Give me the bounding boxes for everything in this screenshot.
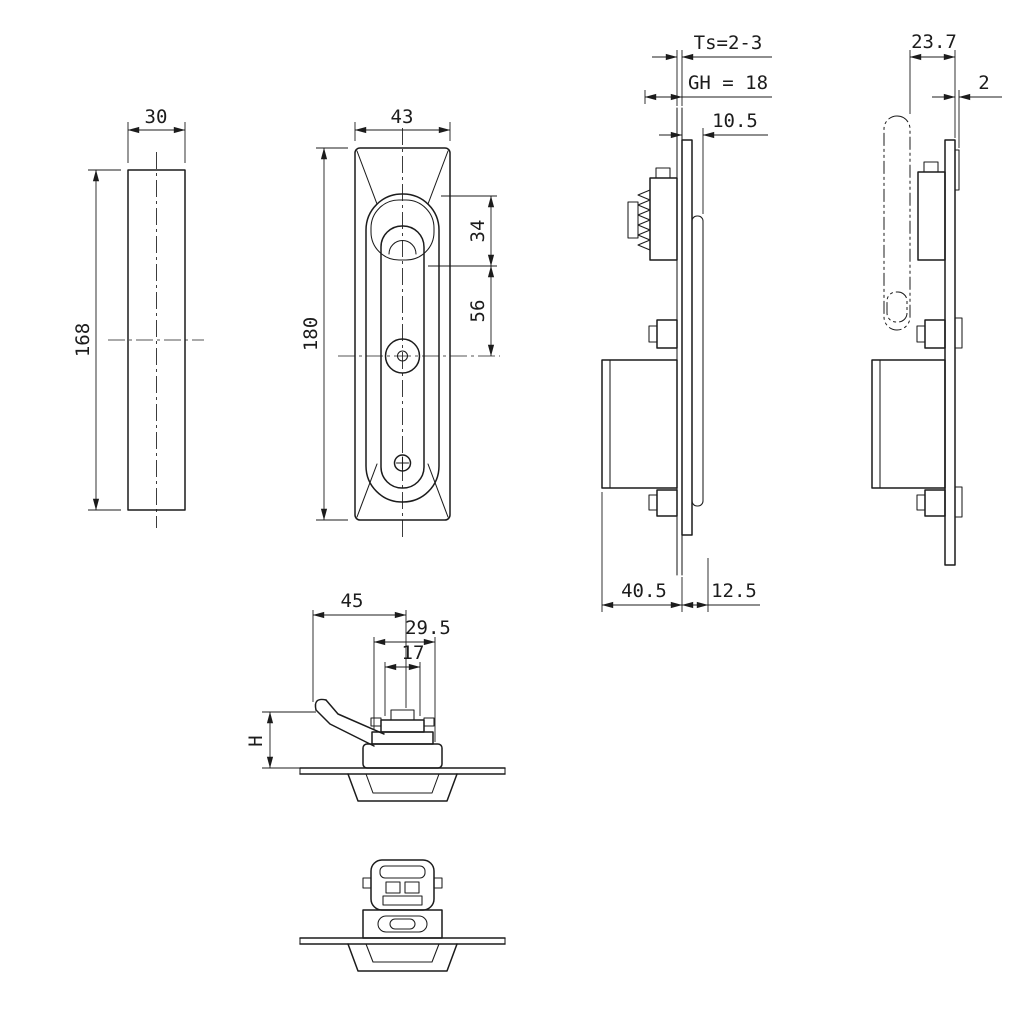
upper-bolt-head [916, 325, 926, 343]
dim-label-grip-height: GH = 18 [688, 72, 768, 94]
upper-bolt [924, 319, 946, 349]
bevel-line [356, 463, 378, 518]
serrated-washer [637, 189, 651, 251]
latch-bar [382, 895, 423, 906]
dim-lever: 29.5 [373, 617, 451, 742]
faceplate-edge [944, 139, 956, 566]
base-detail [389, 918, 416, 930]
dim-width: 30 [127, 106, 186, 163]
housing-mid [371, 731, 434, 745]
view-front: 43 180 34 56 [300, 106, 500, 540]
latch-block [404, 881, 420, 894]
lower-bolt-head [916, 494, 926, 511]
cam-block [380, 719, 425, 733]
recess-pan-inner [365, 773, 440, 794]
lock-body [601, 359, 678, 489]
dim-square: 17 [384, 642, 425, 716]
latch-block [385, 881, 401, 894]
clip-tab [370, 717, 382, 727]
lower-bolt-head [648, 494, 658, 511]
dim-label-front-depth: 12.5 [711, 580, 757, 602]
phantom-open-handle [883, 115, 911, 331]
faceplate-edge [681, 139, 693, 536]
view-top-closed [299, 859, 506, 972]
dim-label-panel-thickness: Ts=2-3 [694, 32, 763, 54]
dim-front-width: 43 [354, 106, 451, 141]
view-side-rear: 23.7 2 [871, 31, 1002, 566]
dim-grip-height: GH = 18 [644, 72, 772, 104]
recess-pan-inner [365, 943, 440, 963]
dim-rear-depth: 40.5 [601, 492, 709, 612]
dim-clearance: 2 [932, 72, 1002, 148]
dim-label-lever: 29.5 [405, 617, 451, 639]
handle-edge [691, 215, 704, 507]
upper-bolt-head [648, 325, 658, 343]
cam-nub [923, 161, 939, 173]
cam-tip [627, 201, 639, 239]
upper-bolt [656, 319, 678, 349]
bevel-line [427, 463, 449, 518]
dim-label-front-width: 43 [391, 106, 414, 128]
dim-label-recess-depth: 34 [467, 220, 489, 243]
cam-boss [649, 177, 678, 261]
dim-label-width: 30 [145, 106, 168, 128]
base-inner [377, 915, 428, 933]
dim-recess-depth: 34 [428, 195, 497, 267]
dim-label-overall: 45 [341, 590, 364, 612]
bevel-line [356, 150, 378, 205]
lower-bolt [924, 489, 946, 517]
lock-body [871, 359, 946, 489]
dim-label-clearance: 2 [978, 72, 989, 94]
lower-bolt [656, 489, 678, 517]
front-stud [954, 486, 963, 518]
housing-base [362, 743, 443, 769]
dim-label-height: 168 [72, 323, 94, 357]
dim-label-front-height: 180 [300, 317, 322, 351]
housing-base [362, 909, 443, 939]
dim-overall: 45 [312, 590, 407, 708]
view-side-mounted: Ts=2-3 GH = 18 10.5 40.5 12.5 [601, 32, 772, 612]
recess-pan [347, 773, 458, 802]
front-stud [954, 317, 963, 349]
lever-arm-upper [325, 699, 385, 735]
phantom-handle-hook [886, 291, 908, 323]
dim-panel-thickness: Ts=2-3 [652, 32, 772, 106]
dim-front-offset: 10.5 [659, 110, 768, 214]
recess-pan [347, 943, 458, 972]
spindle-top [390, 709, 415, 721]
dim-front-height: 180 [300, 147, 348, 521]
handle-cap [370, 859, 435, 911]
dim-height-h: H [245, 711, 316, 769]
dim-label-height-h: H [245, 735, 267, 746]
dim-label-front-offset: 10.5 [712, 110, 758, 132]
lever-hook [314, 698, 327, 711]
dim-front-depth: 12.5 [681, 580, 760, 609]
clip-tab [433, 877, 443, 889]
view-top-open: 45 29.5 17 H [245, 590, 506, 802]
front-lip [954, 149, 960, 191]
clip-tab [362, 877, 372, 889]
dim-label-rear-depth: 40.5 [621, 580, 667, 602]
lever-arm-lower [315, 709, 375, 747]
bevel-line [427, 150, 449, 205]
cap-inner [379, 865, 426, 879]
dim-label-total-depth: 23.7 [911, 31, 957, 53]
view-side-profile: 30 168 [72, 106, 204, 528]
dim-height: 168 [72, 169, 121, 511]
dim-label-recess-to-lock: 56 [467, 300, 489, 323]
dim-label-square: 17 [402, 642, 425, 664]
clip-tab [423, 717, 435, 727]
dim-recess-to-lock: 56 [467, 265, 495, 357]
cam-boss [917, 171, 946, 261]
dim-total-depth: 23.7 [909, 31, 957, 138]
cam-nub [655, 167, 671, 179]
